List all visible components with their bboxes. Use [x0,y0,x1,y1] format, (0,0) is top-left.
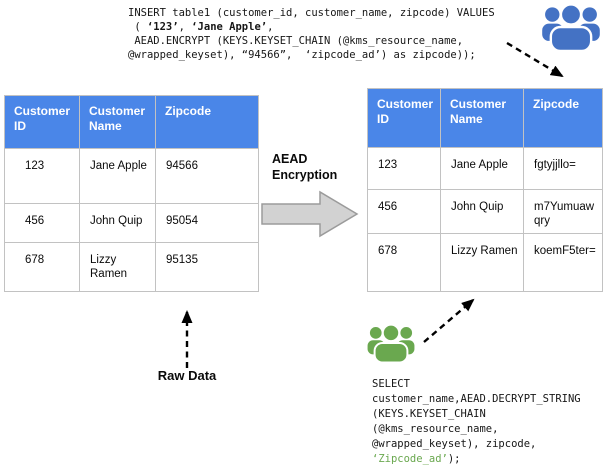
sql-line: @wrapped_keyset), “94566”, ‘zipcode_ad’)… [128,48,495,62]
sql-line: ‘Zipcode_ad’); [372,452,581,467]
table-cell: fgtyjjllo= [523,147,603,190]
table-cell: 456 [4,203,80,243]
sql-line: (@kms_resource_name, [372,422,581,437]
sql-segment: , [178,21,192,33]
table-cell: Jane Apple [440,147,524,190]
select-sql-code: SELECT customer_name,AEAD.DECRYPT_STRING (… [372,377,581,467]
header-cell: Zipcode [155,95,259,149]
table-cell: koemF5ter= [523,233,603,292]
sql-segment: (@kms_resource_name, [372,423,499,435]
sql-line: ( ‘123’, ‘Jane Apple’, [128,20,495,34]
header-cell: Customer Name [440,88,524,148]
table-cell: 95135 [155,242,259,292]
aead-encryption-label: AEAD Encryption [272,152,338,182]
table-cell: 678 [367,233,441,292]
sql-line: @wrapped_keyset), zipcode, [372,437,581,452]
table-cell: John Quip [79,203,156,243]
table-cell: 678 [4,242,80,292]
table-cell: 123 [367,147,441,190]
users-group-green-icon [367,323,415,364]
table-cell: 456 [367,189,441,234]
raw-data-label: Raw Data [157,368,217,383]
sql-segment: @wrapped_keyset), zipcode, [372,438,537,450]
sql-segment: ‘Zipcode_ad’ [372,453,448,465]
sql-segment: customer_name,AEAD.DECRYPT_STRING [372,393,581,405]
sql-segment: ‘Jane Apple’ [191,21,268,33]
table-cell: m7Yumuawqry [523,189,603,234]
table-cell: 95054 [155,203,259,243]
sql-segment: , [267,21,274,33]
block-arrow-shape [261,190,359,238]
sql-segment: SELECT [372,378,410,390]
sql-line: customer_name,AEAD.DECRYPT_STRING [372,392,581,407]
sql-segment: (KEYS.KEYSET_CHAIN [372,408,486,420]
sql-line: (KEYS.KEYSET_CHAIN [372,407,581,422]
table-cell: John Quip [440,189,524,234]
dashed-arrow-select-to-encrypted-table [423,298,475,343]
encryption-block-arrow-icon [261,190,359,238]
table-cell: 94566 [155,148,259,204]
header-cell: Customer ID [4,95,80,149]
sql-segment: ‘123’ [146,21,179,33]
sql-line: INSERT table1 (customer_id, customer_nam… [128,6,495,20]
users-group-blue-icon [542,3,600,51]
sql-segment: @wrapped_keyset), “94566”, ‘zipcode_ad’)… [128,49,476,61]
sql-line: AEAD.ENCRYPT (KEYS.KEYSET_CHAIN (@kms_re… [128,34,495,48]
sql-segment: ); [447,453,461,465]
header-cell: Customer Name [79,95,156,149]
sql-segment: AEAD.ENCRYPT (KEYS.KEYSET_CHAIN (@kms_re… [128,35,464,47]
table-cell: 123 [4,148,80,204]
insert-sql-code: INSERT table1 (customer_id, customer_nam… [128,6,495,62]
dashed-arrow-insert-to-encrypted-table [506,41,564,78]
table-cell: Lizzy Ramen [79,242,156,292]
sql-line: SELECT [372,377,581,392]
sql-segment: ( [128,21,147,33]
header-cell: Zipcode [523,88,603,148]
sql-segment: INSERT table1 (customer_id, customer_nam… [128,7,495,19]
table-cell: Jane Apple [79,148,156,204]
header-cell: Customer ID [367,88,441,148]
table-cell: Lizzy Ramen [440,233,524,292]
dashed-arrow-raw-data-to-table [181,310,193,368]
